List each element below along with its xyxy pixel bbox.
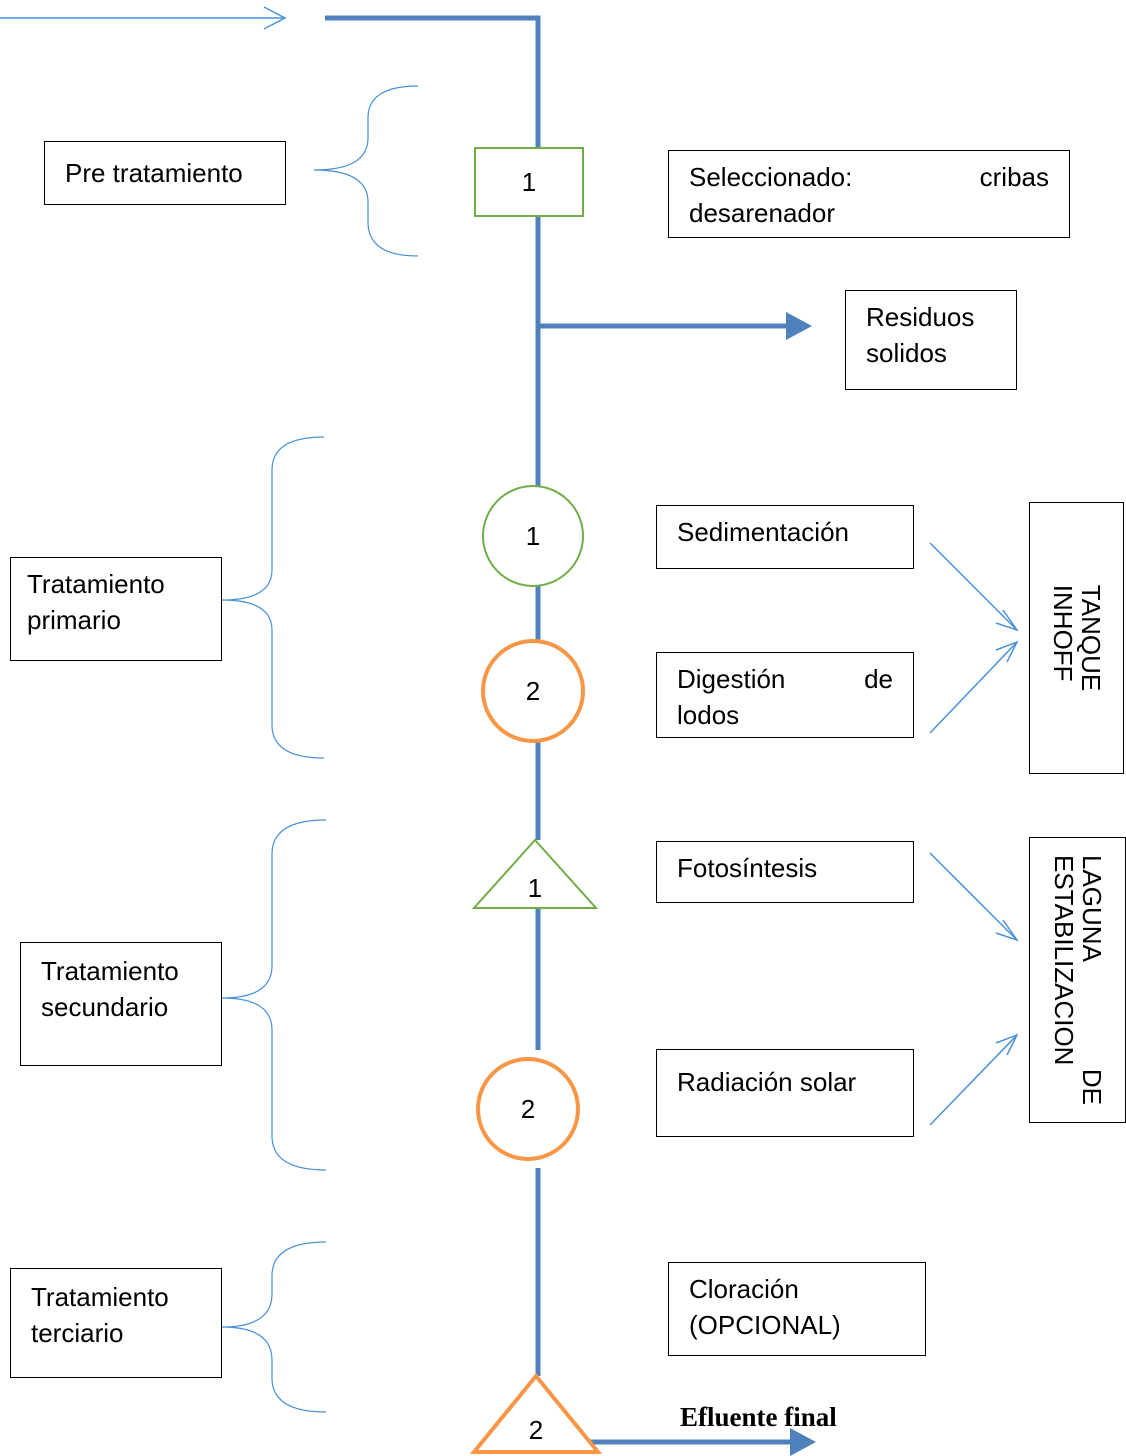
primary-label-line-2: primario [27, 605, 121, 635]
tertiary-label-line-2: terciario [31, 1318, 124, 1348]
final-effluent-label: Efluente final [680, 1402, 837, 1433]
primary-step-2-description: Digestión de lodos [656, 652, 914, 738]
svg-text:1: 1 [528, 873, 542, 903]
primary-step-2-circle: 2 [481, 639, 585, 743]
svg-text:2: 2 [529, 1415, 543, 1445]
final-arrow-head [790, 1428, 816, 1456]
secondary-label-line-1: Tratamiento [41, 956, 179, 986]
secondary-step-2-circle: 2 [476, 1057, 580, 1161]
stabilization-lagoon-box: LAGUNA DE ESTABILIZACION [1029, 837, 1126, 1123]
connector-arrows [929, 542, 1019, 1126]
secondary-step-2-text: Radiación solar [677, 1067, 857, 1097]
svg-text:2: 2 [521, 1094, 535, 1124]
inhoff-tank-label: TANQUE INHOFF [1047, 584, 1106, 692]
primary-step-2-line-2: lodos [677, 700, 740, 730]
tertiary-treatment-label: Tratamiento terciario [10, 1268, 222, 1378]
secondary-treatment-label: Tratamiento secundario [20, 942, 222, 1066]
tertiary-label-line-1: Tratamiento [31, 1282, 169, 1312]
primary-brace [221, 436, 325, 759]
secondary-step-2-description: Radiación solar [656, 1049, 914, 1137]
tertiary-step-2-triangle: 2 [469, 1372, 603, 1454]
pretreatment-brace [313, 85, 419, 257]
primary-treatment-label: Tratamiento primario [10, 557, 222, 661]
tertiary-step-2-line-2: (OPCIONAL) [689, 1310, 841, 1340]
secondary-step-1-triangle: 1 [471, 838, 599, 909]
pretreatment-label: Pre tratamiento [44, 141, 286, 205]
pretreatment-label-text: Pre tratamiento [65, 158, 243, 188]
secondary-step-1-description: Fotosíntesis [656, 841, 914, 903]
secondary-brace [221, 819, 327, 1171]
inhoff-tank-box: TANQUE INHOFF [1029, 502, 1124, 774]
pre-step-1-square: 1 [474, 147, 584, 217]
stabilization-lagoon-label: LAGUNA DE ESTABILIZACION [1048, 855, 1107, 1105]
final-effluent-text: Efluente final [680, 1402, 837, 1432]
residues-line-2: solidos [866, 338, 947, 368]
residues-line-1: Residuos [866, 302, 975, 332]
primary-step-1-text: Sedimentación [677, 517, 849, 547]
tertiary-brace [221, 1241, 327, 1413]
primary-label-line-1: Tratamiento [27, 569, 165, 599]
inhoff-line-1: TANQUE [1075, 584, 1106, 692]
laguna-line-1: LAGUNA DE [1076, 855, 1107, 1105]
inlet-arrow [0, 6, 287, 30]
svg-text:2: 2 [526, 676, 540, 706]
tertiary-step-2-description: Cloración (OPCIONAL) [668, 1262, 926, 1356]
pre-step-1-line-2: desarenador [689, 198, 835, 228]
svg-text:1: 1 [526, 521, 540, 551]
laguna-word: LAGUNA [1076, 855, 1107, 962]
de-word: DE [1076, 1068, 1107, 1105]
primary-step-1-circle: 1 [482, 485, 584, 587]
primary-step-1-description: Sedimentación [656, 505, 914, 569]
primary-step-2-line-1: Digestión de [677, 664, 893, 694]
tertiary-step-2-line-1: Cloración [689, 1274, 799, 1304]
residues-arrow [538, 312, 812, 340]
secondary-label-line-2: secundario [41, 992, 169, 1022]
pre-step-1-line-1: Seleccionado: cribas [689, 162, 1049, 192]
inhoff-line-2: INHOFF [1047, 584, 1078, 682]
pre-step-1-description: Seleccionado: cribas desarenador [668, 150, 1070, 238]
svg-text:1: 1 [522, 167, 536, 197]
laguna-line-2: ESTABILIZACION [1048, 855, 1079, 1066]
secondary-step-1-text: Fotosíntesis [677, 853, 818, 883]
residues-box: Residuos solidos [845, 290, 1017, 390]
